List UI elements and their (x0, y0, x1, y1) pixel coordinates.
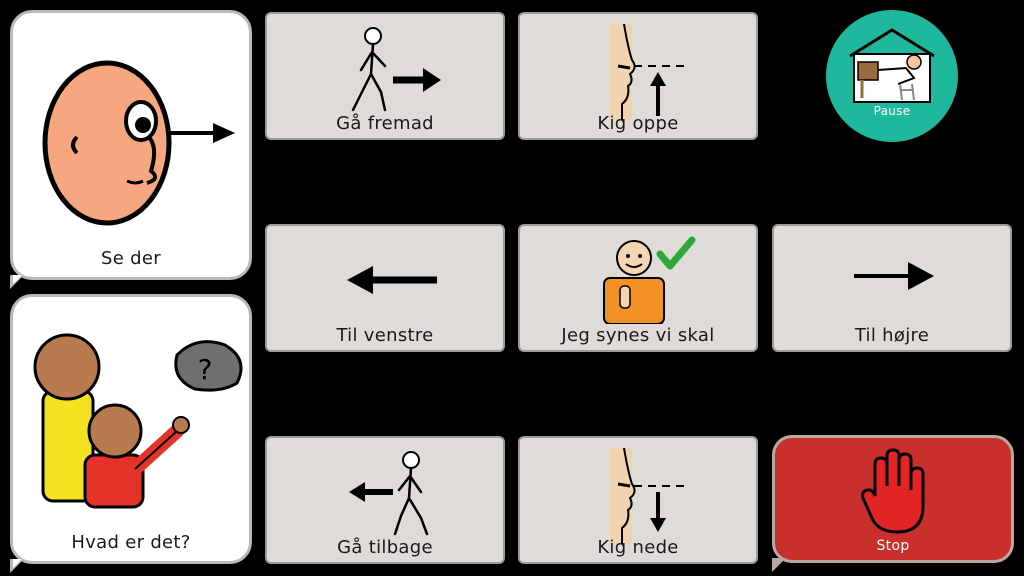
what-is-it-icon: ? (33, 333, 243, 509)
til-venstre-label: Til venstre (336, 325, 434, 346)
til-hojre-button[interactable]: Til højre (772, 224, 1012, 352)
look-down-icon (610, 448, 684, 544)
walk-forward-icon (351, 27, 441, 112)
pause-button[interactable]: Pause (826, 10, 958, 142)
arrow-right-icon (854, 262, 934, 290)
stop-hand-icon (861, 448, 925, 534)
kig-oppe-label: Kig oppe (597, 113, 679, 134)
stop-label: Stop (876, 538, 910, 554)
arrow-left-icon (347, 266, 437, 294)
kig-nede-label: Kig nede (597, 537, 679, 558)
til-venstre-button[interactable]: Til venstre (265, 224, 505, 352)
jeg-synes-label: Jeg synes vi skal (561, 325, 715, 346)
walk-back-icon (349, 451, 429, 536)
hvad-er-det-button[interactable]: ? Hvad er det? (10, 294, 252, 573)
pause-label: Pause (873, 104, 911, 118)
ga-tilbage-label: Gå tilbage (337, 537, 433, 558)
ga-tilbage-button[interactable]: Gå tilbage (265, 436, 505, 564)
jeg-synes-button[interactable]: Jeg synes vi skal (518, 224, 758, 352)
look-there-icon (42, 60, 235, 226)
look-up-icon (610, 24, 684, 120)
til-hojre-label: Til højre (854, 325, 930, 346)
stop-button[interactable]: Stop (772, 435, 1014, 572)
ga-fremad-button[interactable]: Gå fremad (265, 12, 505, 140)
se-der-button[interactable]: Se der (10, 10, 252, 289)
ga-fremad-label: Gå fremad (336, 113, 434, 134)
i-think-icon (603, 236, 696, 324)
se-der-label: Se der (101, 248, 161, 269)
kig-oppe-button[interactable]: Kig oppe (518, 12, 758, 140)
rest-icon (849, 28, 935, 103)
hvad-er-det-label: Hvad er det? (71, 532, 191, 553)
kig-nede-button[interactable]: Kig nede (518, 436, 758, 564)
svg-text:?: ? (198, 353, 213, 386)
